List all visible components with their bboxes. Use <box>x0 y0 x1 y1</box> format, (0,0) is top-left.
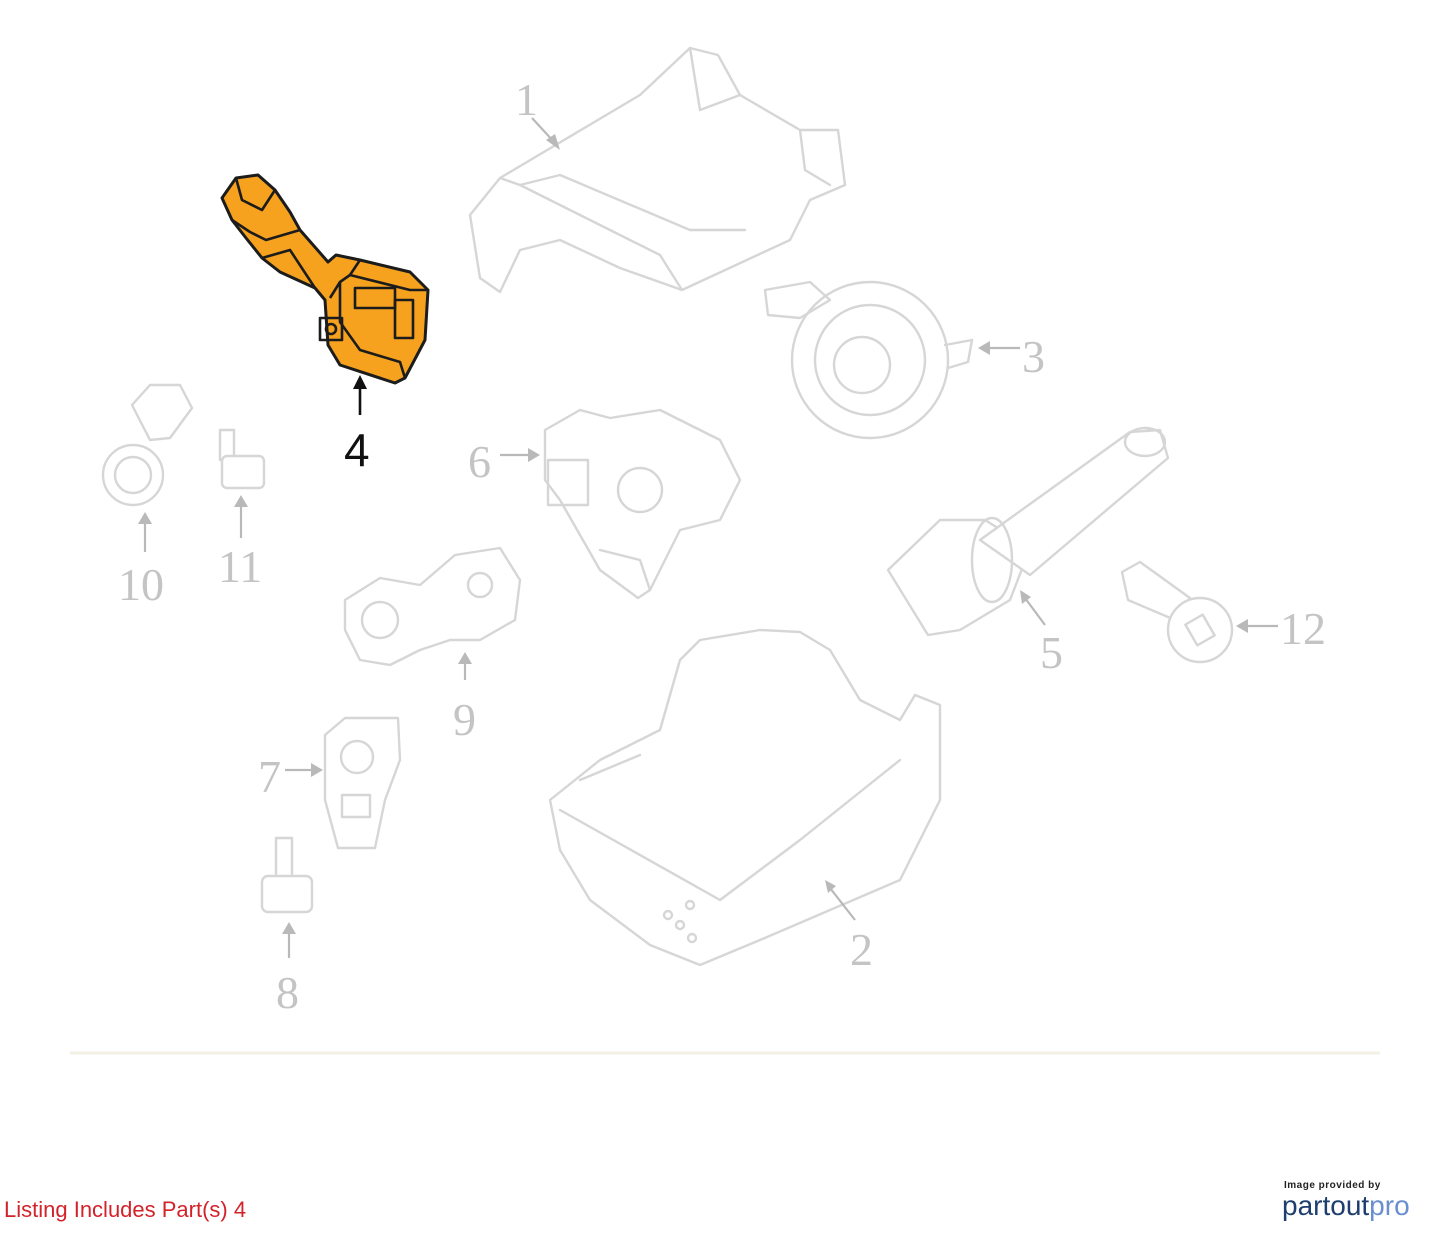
brand-logo: Image provided by partoutpro <box>1282 1180 1432 1221</box>
part-9-bracket <box>343 546 522 667</box>
callout-label-11: 11 <box>218 541 262 592</box>
part-2-lower-shroud <box>548 628 942 967</box>
brand-name: partoutpro <box>1282 1191 1432 1221</box>
callout-5: 5 <box>1020 590 1063 678</box>
callout-11: 11 <box>218 495 262 592</box>
callout-7: 7 <box>258 751 323 802</box>
part-10-connector <box>101 383 194 507</box>
callout-4: 4 <box>344 375 370 476</box>
part-7-sensor <box>323 716 402 850</box>
callout-10: 10 <box>118 512 164 610</box>
part-8-screw <box>260 836 314 914</box>
callout-12: 12 <box>1236 603 1326 654</box>
callout-label-12: 12 <box>1280 603 1326 654</box>
part-12-lock-cylinder <box>1120 560 1234 664</box>
callout-1: 1 <box>515 74 560 150</box>
part-5-combination-switch <box>886 426 1170 637</box>
brand-credit: Image provided by <box>1284 1180 1381 1191</box>
listing-note: Listing Includes Part(s) 4 <box>4 1197 247 1222</box>
callout-label-9: 9 <box>453 694 476 745</box>
callout-9: 9 <box>453 652 476 745</box>
callout-label-1: 1 <box>515 74 538 125</box>
callout-8: 8 <box>276 922 299 1018</box>
part-11-screw <box>218 428 266 490</box>
part-4-highlighted-switch <box>220 173 430 385</box>
callout-label-4: 4 <box>344 424 370 476</box>
brand-name-part2: pro <box>1369 1190 1410 1221</box>
callout-label-6: 6 <box>468 436 491 487</box>
callout-2: 2 <box>825 880 873 975</box>
callout-label-5: 5 <box>1040 627 1063 678</box>
part-6-switch-housing <box>543 408 742 600</box>
callout-6: 6 <box>468 436 540 487</box>
part-3-clock-spring <box>763 280 974 440</box>
callout-label-7: 7 <box>258 751 281 802</box>
part-1-upper-shroud <box>468 46 847 294</box>
callout-label-3: 3 <box>1022 331 1045 382</box>
callout-label-8: 8 <box>276 967 299 1018</box>
callout-label-2: 2 <box>850 924 873 975</box>
callout-label-10: 10 <box>118 559 164 610</box>
brand-name-part1: partout <box>1282 1190 1370 1221</box>
callout-3: 3 <box>978 331 1045 382</box>
